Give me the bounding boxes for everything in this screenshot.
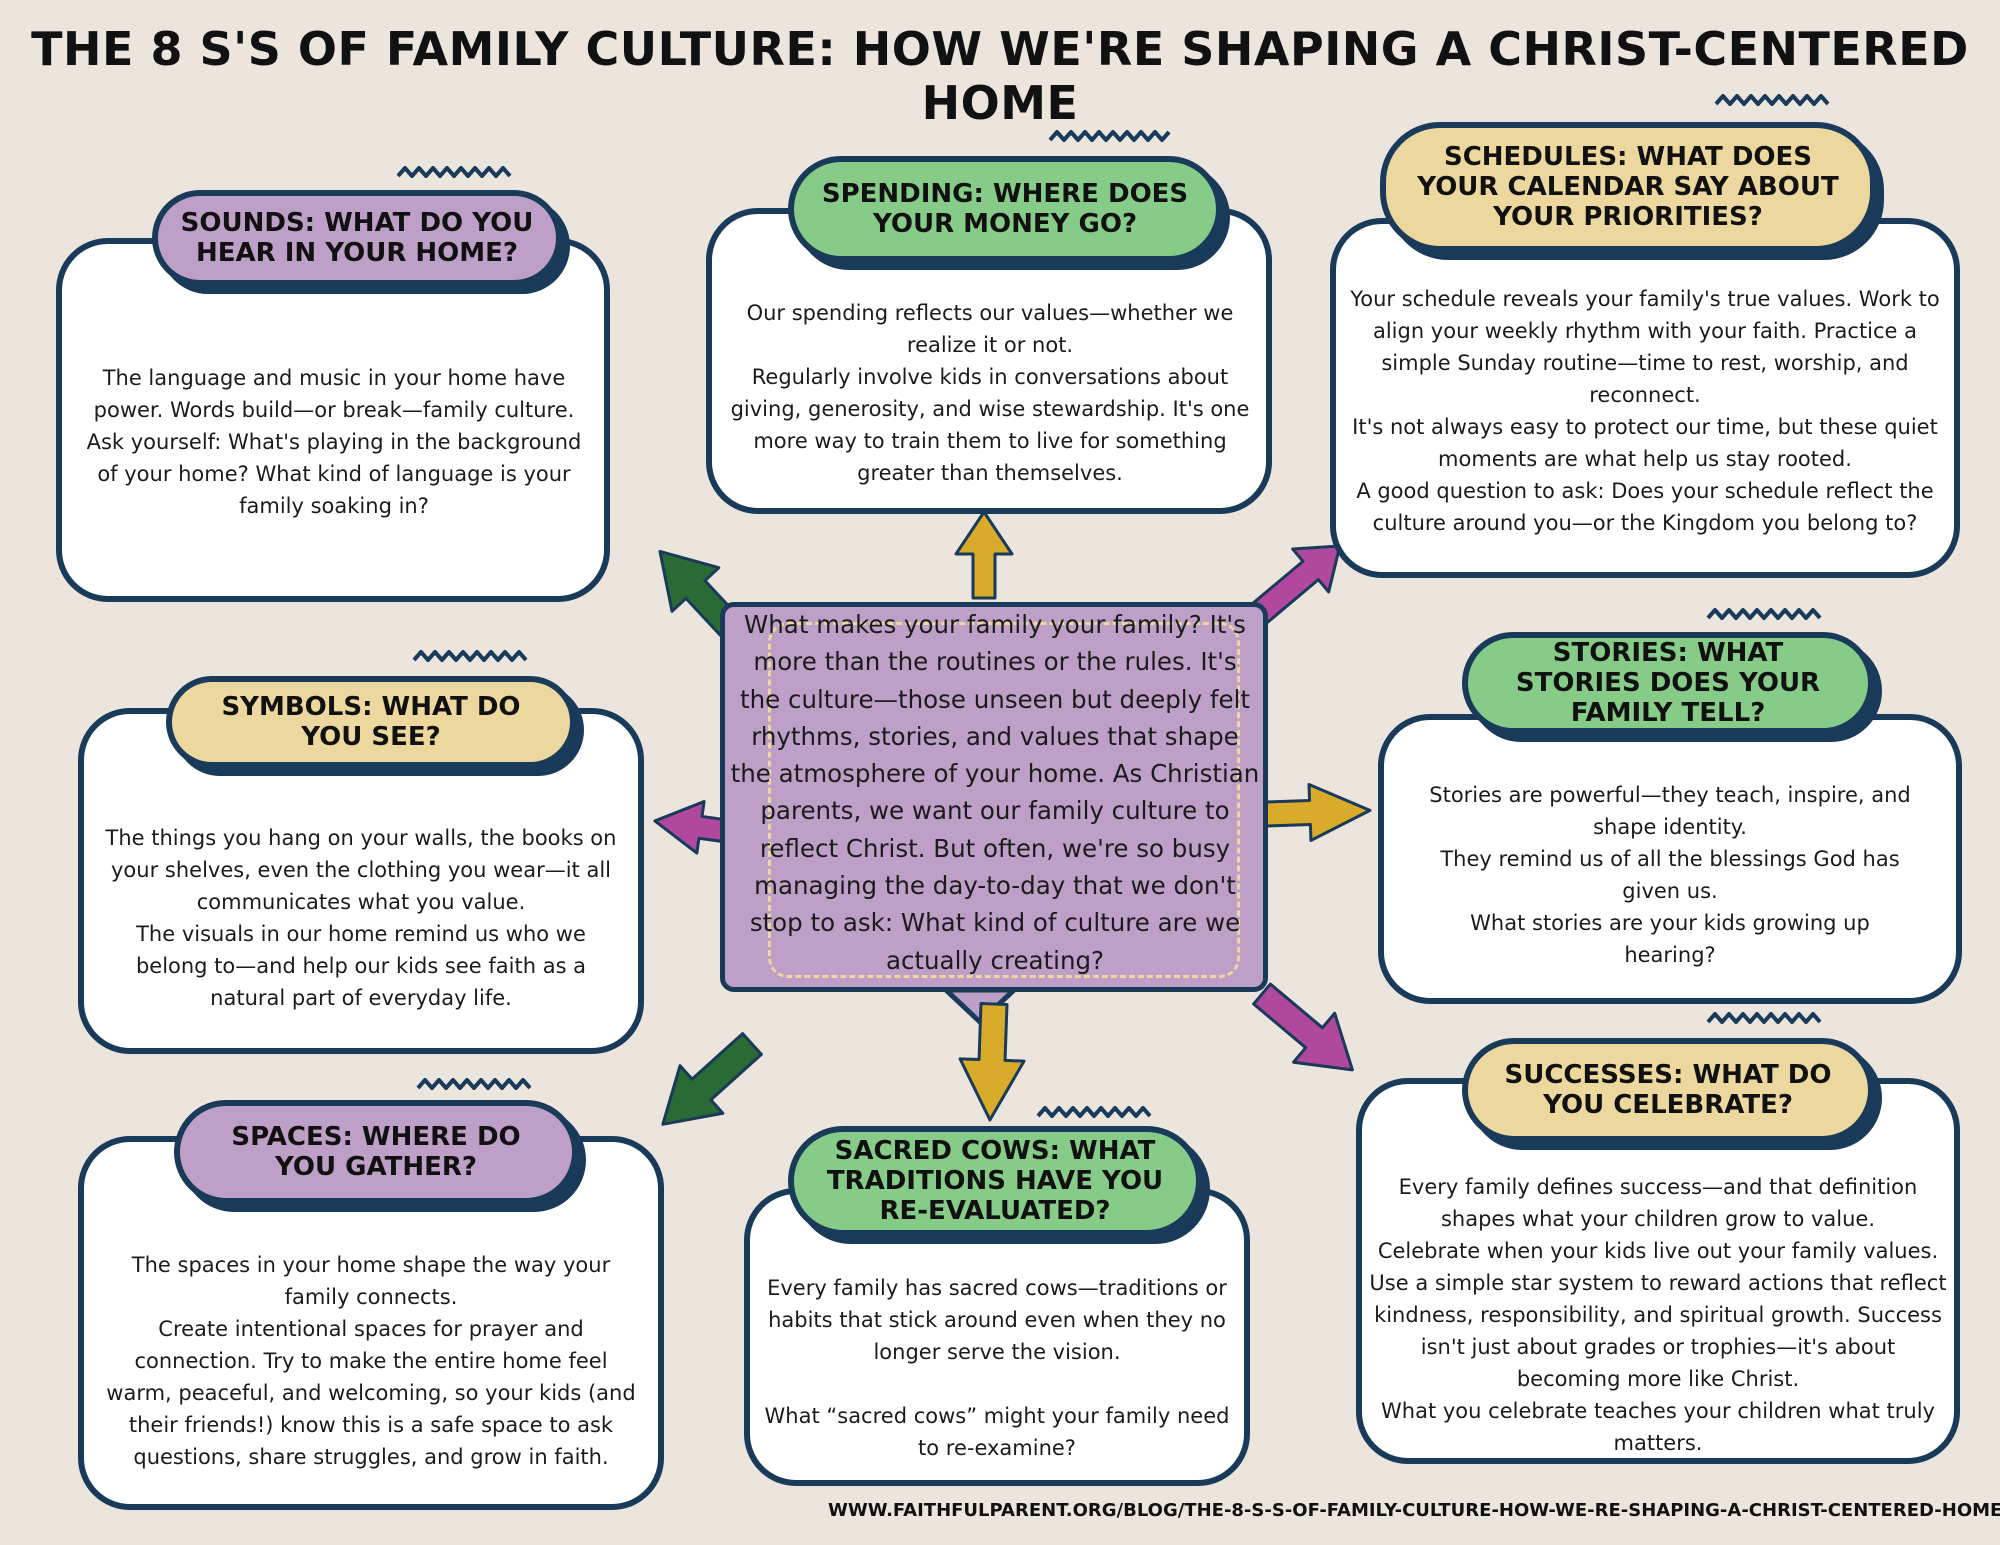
pill-schedules: Schedules: What does your calendar say a… [1380, 122, 1876, 252]
zigzag-sacred-cows [1036, 1106, 1152, 1118]
zigzag-successes [1706, 1012, 1822, 1024]
body-stories: Stories are powerful—they teach, inspire… [1429, 783, 1911, 967]
heading-sounds: Sounds: What do you hear in your home? [180, 208, 534, 268]
heading-schedules: Schedules: What does your calendar say a… [1417, 142, 1839, 232]
zigzag-stories [1706, 608, 1822, 620]
pill-spending: Spending: Where does your money go? [788, 156, 1222, 262]
arrow-to-successes [1252, 982, 1354, 1072]
pill-symbols: Symbols: What do you see? [166, 676, 576, 768]
arrow-to-sacred-cows [958, 1002, 1026, 1122]
source-url: www.faithfulparent.org/blog/the-8-s-s-of… [828, 1500, 2000, 1521]
body-sacred-cows: Every family has sacred cows—traditions … [764, 1276, 1230, 1460]
heading-sacred-cows: Sacred Cows: What traditions have you re… [826, 1136, 1164, 1226]
card-schedules [1330, 218, 1960, 578]
zigzag-schedules [1714, 94, 1830, 106]
arrow-to-schedules [1244, 544, 1342, 629]
body-sounds: The language and music in your home have… [86, 366, 582, 518]
arrow-to-spending [954, 510, 1014, 600]
body-spending: Our spending reflects our values—whether… [730, 301, 1250, 485]
center-box [720, 602, 1268, 992]
zigzag-sounds [396, 166, 512, 178]
heading-symbols: Symbols: What do you see? [221, 692, 521, 752]
pill-sounds: Sounds: What do you hear in your home? [152, 190, 562, 286]
body-successes: Every family defines success—and that de… [1369, 1175, 1947, 1455]
center-dashed-frame [768, 622, 1240, 978]
heading-spaces: Spaces: Where do you gather? [231, 1122, 521, 1182]
body-symbols: The things you hang on your walls, the b… [105, 826, 617, 1010]
body-spaces: The spaces in your home shape the way yo… [106, 1253, 636, 1469]
card-successes [1356, 1078, 1960, 1464]
body-schedules: Your schedule reveals your family's true… [1350, 287, 1940, 535]
pill-sacred-cows: Sacred Cows: What traditions have you re… [788, 1126, 1202, 1236]
zigzag-spending [1048, 130, 1171, 142]
heading-successes: Successes: What do you celebrate? [1504, 1060, 1832, 1120]
pill-spaces: Spaces: Where do you gather? [174, 1100, 578, 1204]
heading-spending: Spending: Where does your money go? [821, 179, 1189, 239]
pill-successes: Successes: What do you celebrate? [1462, 1038, 1874, 1142]
page-title: The 8 S's of Family Culture: How We're S… [31, 22, 1969, 130]
pill-stories: Stories: What stories does your family t… [1462, 632, 1874, 734]
card-sacred-cows [744, 1188, 1250, 1486]
center-text: What makes your family your family? It's… [730, 610, 1260, 975]
arrow-to-spaces [661, 1032, 763, 1126]
zigzag-symbols [412, 650, 528, 662]
zigzag-spaces [416, 1078, 532, 1090]
card-stories [1378, 714, 1962, 1004]
heading-stories: Stories: What stories does your family t… [1515, 638, 1821, 728]
arrow-to-stories [1264, 782, 1372, 842]
